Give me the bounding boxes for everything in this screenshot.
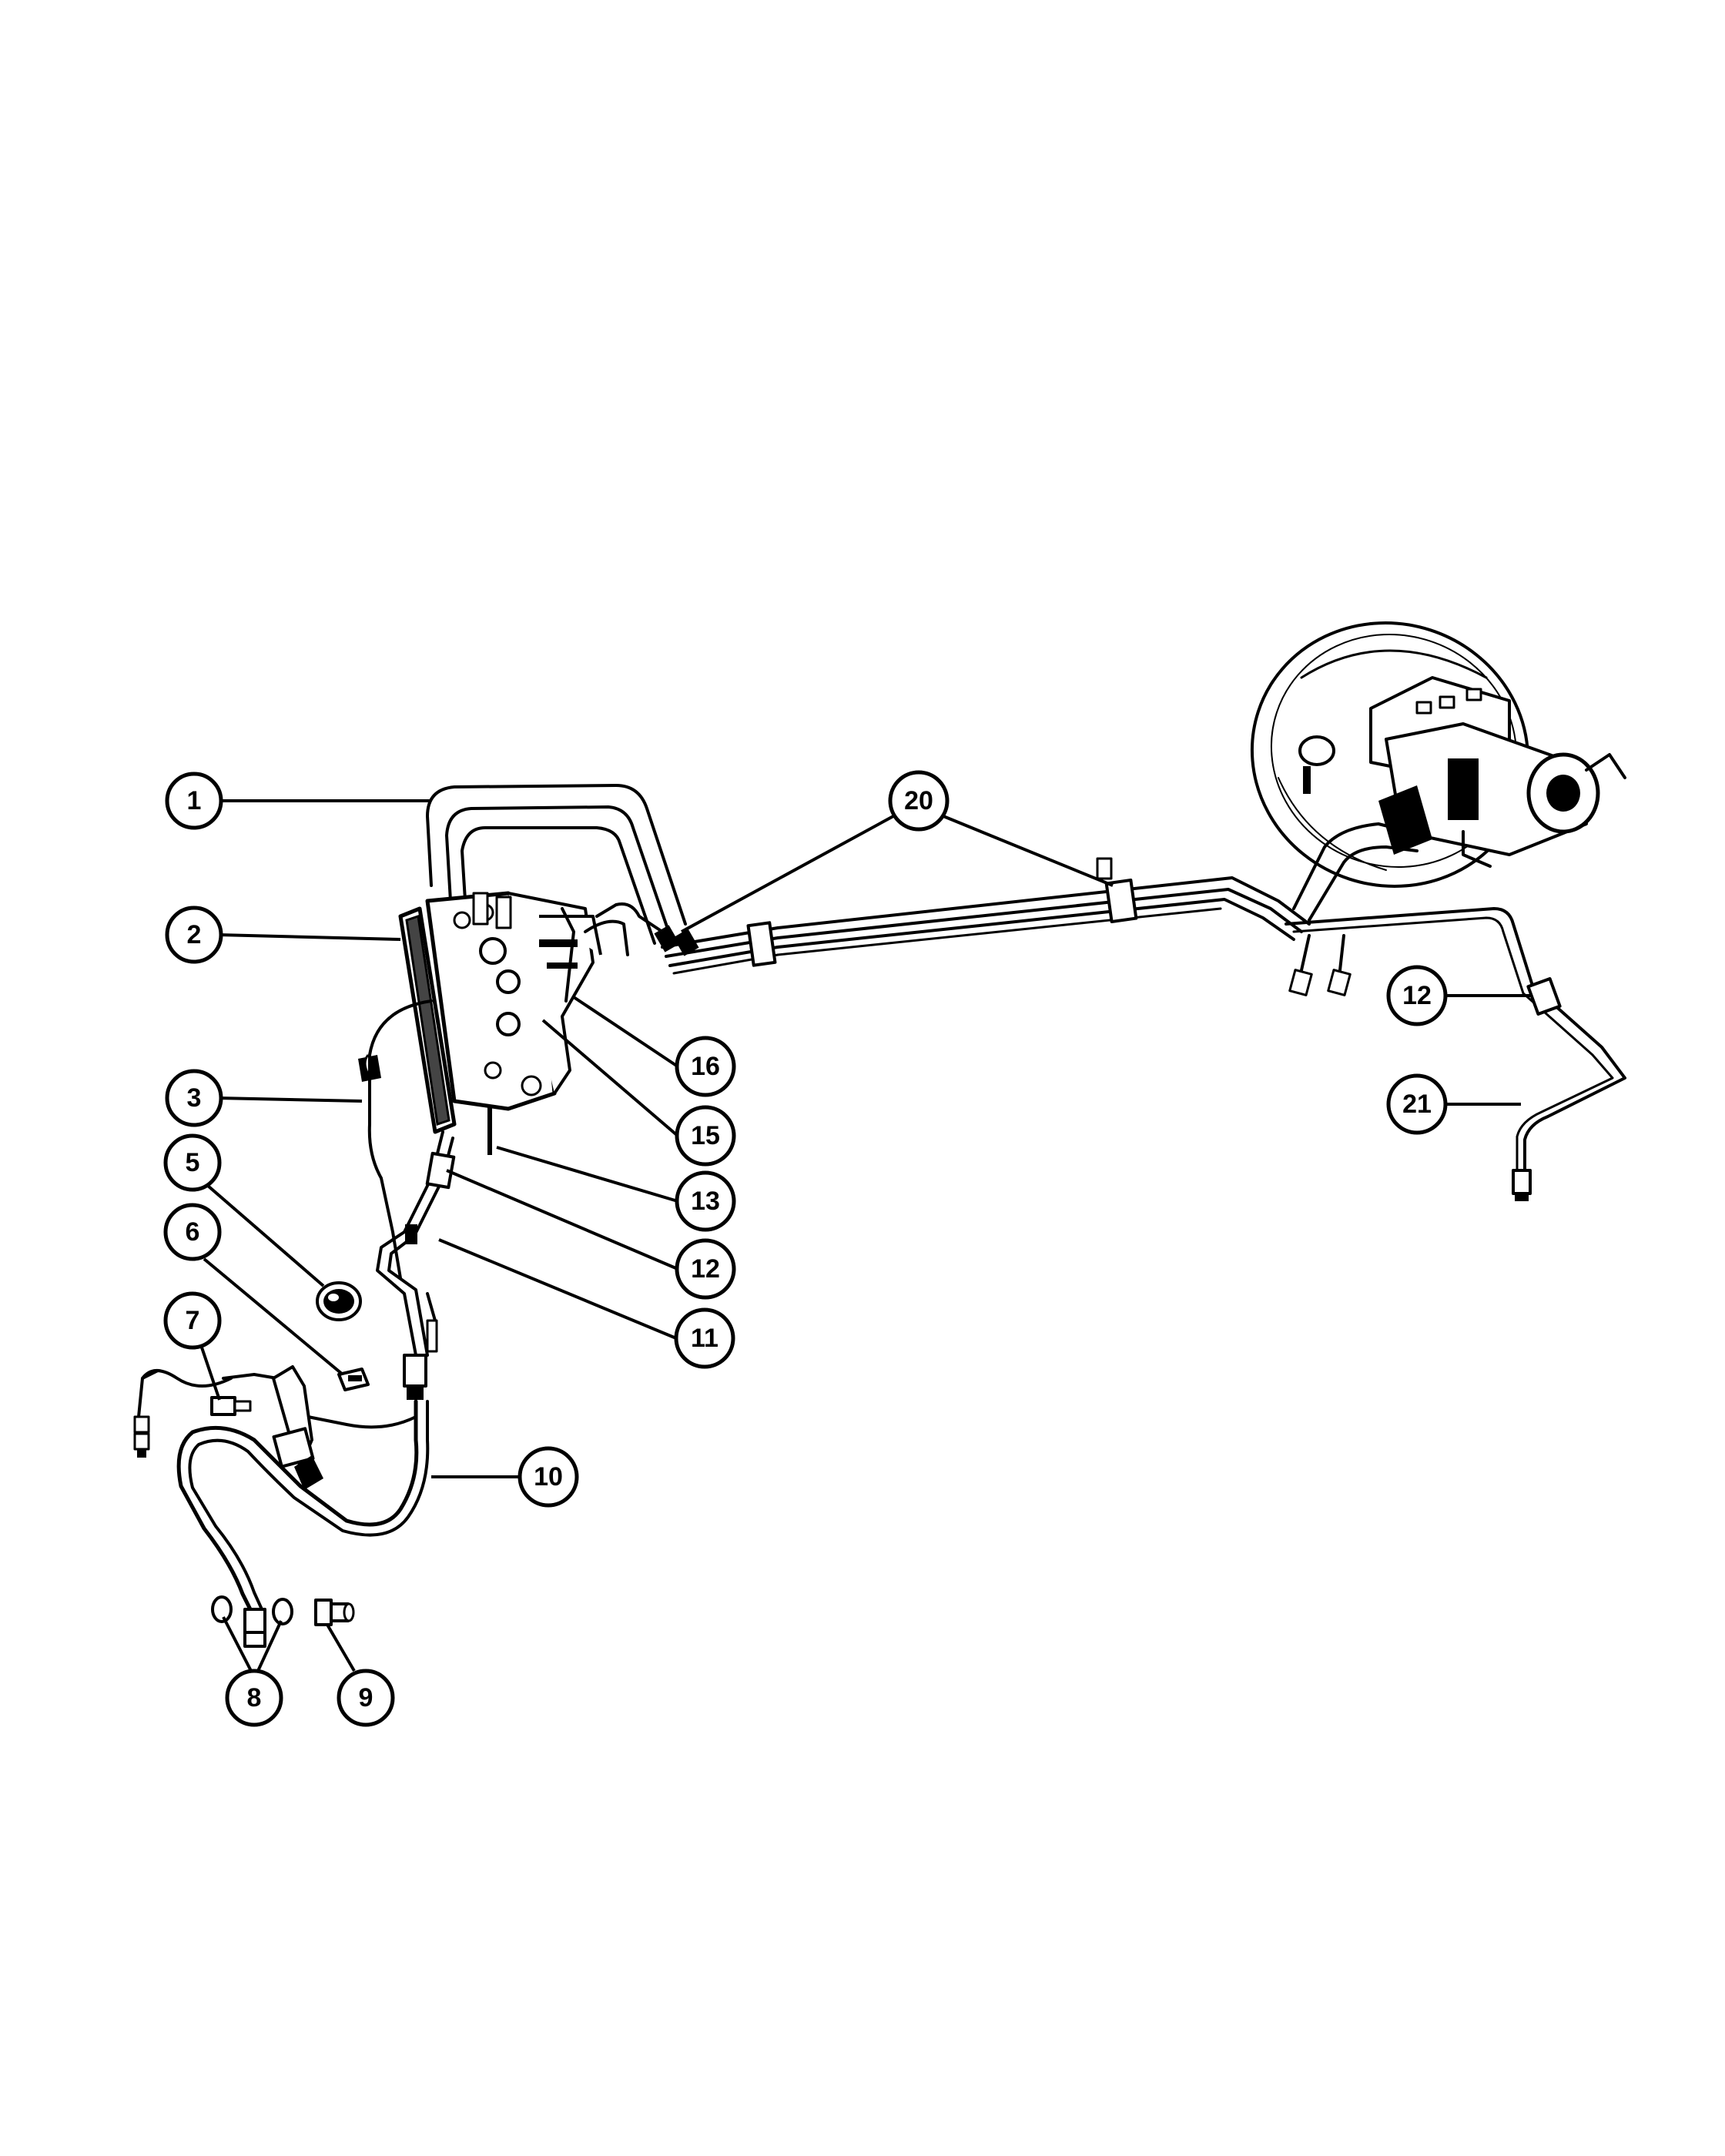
callout-label: 9 xyxy=(359,1683,373,1712)
callout-label: 10 xyxy=(534,1462,563,1491)
callout-5: 5 xyxy=(163,1133,222,1192)
callout-label: 2 xyxy=(187,920,202,949)
right-brake-line xyxy=(1285,907,1626,1201)
callout-1: 1 xyxy=(165,772,223,830)
callout-15: 15 xyxy=(675,1105,736,1167)
abs-module xyxy=(398,891,664,1155)
callout-label: 16 xyxy=(691,1052,720,1081)
brake-line-bundle xyxy=(426,784,1419,975)
callout-label: 21 xyxy=(1402,1090,1432,1119)
callout-3: 3 xyxy=(165,1069,223,1127)
callout-label: 13 xyxy=(691,1187,720,1216)
callout-13: 13 xyxy=(675,1170,736,1232)
callout-label: 15 xyxy=(691,1121,720,1150)
callout-16: 16 xyxy=(675,1036,736,1097)
leader-lines xyxy=(200,799,1532,1672)
callout-6: 6 xyxy=(163,1203,222,1261)
callout-label: 3 xyxy=(187,1083,202,1113)
callout-label: 7 xyxy=(186,1306,200,1335)
callout-20: 20 xyxy=(888,770,950,832)
callout-label: 20 xyxy=(904,786,933,815)
callout-label: 1 xyxy=(187,786,202,815)
front-brake-hose-assembly xyxy=(133,999,456,1648)
callout-8: 8 xyxy=(225,1669,283,1727)
brake-booster-assembly xyxy=(1250,621,1626,888)
callout-2: 2 xyxy=(165,906,223,964)
washers-8 xyxy=(211,1595,293,1625)
callout-label: 6 xyxy=(186,1217,200,1247)
banjo-bolt-9 xyxy=(314,1599,355,1626)
callout-7: 7 xyxy=(163,1291,222,1350)
callout-label: 11 xyxy=(691,1324,718,1353)
callout-21: 21 xyxy=(1386,1073,1448,1135)
callout-9: 9 xyxy=(337,1669,395,1727)
callout-label: 5 xyxy=(186,1148,200,1177)
callout-12-right: 12 xyxy=(1386,965,1448,1026)
callout-label: 12 xyxy=(1402,981,1432,1010)
grommet-5 xyxy=(316,1281,362,1321)
callout-11: 11 xyxy=(674,1307,735,1369)
callout-12-left: 12 xyxy=(675,1238,736,1300)
callout-label: 8 xyxy=(247,1683,262,1712)
callout-label: 12 xyxy=(691,1254,720,1284)
clip-6 xyxy=(337,1368,370,1391)
callout-10: 10 xyxy=(518,1446,579,1508)
